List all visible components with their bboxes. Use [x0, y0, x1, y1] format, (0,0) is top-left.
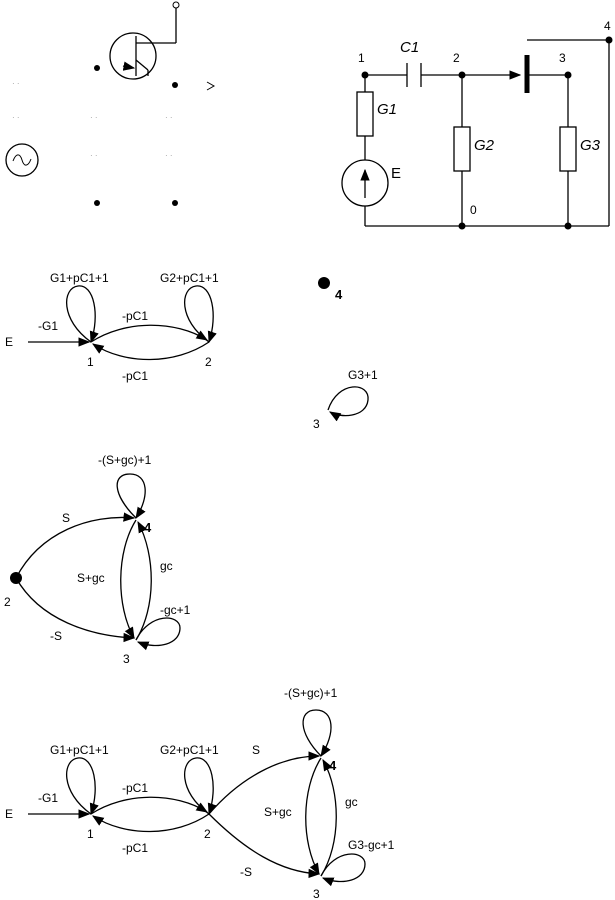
g1-node-2: 2: [205, 355, 212, 369]
g3-edge-source: -G1: [38, 791, 58, 805]
palette-dots: [94, 65, 216, 206]
circuit-node-2: 2: [453, 51, 460, 65]
signal-graph-1: E -G1 G1+pC1+1 G2+pC1+1 -pC1 -pC1 1 2: [5, 271, 219, 383]
svg-text:· ·: · ·: [165, 151, 173, 160]
g2-loop-4: -(S+gc)+1: [98, 453, 152, 467]
g1-loop-2: G2+pC1+1: [160, 271, 219, 285]
g3-loop-1: G1+pC1+1: [50, 743, 109, 757]
g2-node-4: 4: [144, 520, 152, 535]
g1-source-e: E: [5, 335, 13, 349]
g3-node-2: 2: [204, 827, 211, 841]
isolated-node-4-label: 4: [335, 287, 343, 302]
ac-source-symbol: [5, 143, 39, 177]
svg-text:· ·: · ·: [165, 113, 173, 122]
g2-edge-s: S: [62, 511, 70, 525]
svg-text:· ·: · ·: [90, 113, 98, 122]
g1-edge-bottom: -pC1: [122, 369, 148, 383]
g3-edge-top: -pC1: [122, 781, 148, 795]
g2-edge-gc: gc: [160, 559, 173, 573]
label-g3: G3: [580, 137, 601, 154]
label-e: E: [391, 165, 401, 182]
circuit-node-3: 3: [559, 51, 566, 65]
label-g1: G1: [377, 101, 397, 118]
g1-edge-source: -G1: [38, 319, 58, 333]
circuit-node-4: 4: [604, 19, 611, 33]
label-c1: C1: [400, 39, 419, 56]
isolated-node-4: 4: [318, 277, 343, 302]
g3-edge-gc: gc: [345, 795, 358, 809]
g3-loop-4: -(S+gc)+1: [284, 686, 338, 700]
label-g2: G2: [474, 137, 495, 154]
node-3-loop: G3+1: [348, 368, 378, 382]
g1-edge-top: -pC1: [122, 309, 148, 323]
g3-node-1: 1: [87, 827, 94, 841]
g2-edge-minus-s: -S: [50, 629, 62, 643]
transistor-symbol: [109, 1, 180, 80]
g3-edge-s: S: [252, 743, 260, 757]
node-3-graph: G3+1 3: [313, 368, 378, 431]
signal-graph-2: -(S+gc)+1 -gc+1 S -S S+gc gc 2 4 3: [4, 453, 191, 666]
g3-source-e: E: [5, 807, 13, 821]
circuit-node-0: 0: [470, 203, 477, 217]
svg-text:· ·: · ·: [12, 113, 20, 122]
g3-edge-minus-s: -S: [240, 865, 252, 879]
circuit-schematic: 1 2 3 4 0 C1 G1 G2 G3 E: [341, 19, 613, 230]
g2-node-2: 2: [4, 595, 11, 609]
g3-loop-3: G3-gc+1: [348, 838, 395, 852]
g3-edge-bottom: -pC1: [122, 841, 148, 855]
g3-loop-2: G2+pC1+1: [160, 743, 219, 757]
svg-text:· ·: · ·: [12, 79, 20, 88]
g1-node-1: 1: [87, 355, 94, 369]
node-3-label: 3: [313, 417, 320, 431]
g2-loop-3: -gc+1: [160, 603, 191, 617]
svg-text:· ·: · ·: [90, 151, 98, 160]
g1-loop-1: G1+pC1+1: [50, 271, 109, 285]
g2-edge-s-plus-gc: S+gc: [77, 571, 105, 585]
signal-graph-3: E -G1 G1+pC1+1 G2+pC1+1 -(S+gc)+1 G3-gc+…: [5, 686, 395, 900]
g3-node-4: 4: [329, 758, 337, 773]
g3-node-3: 3: [313, 887, 320, 900]
g2-node-3: 3: [123, 652, 130, 666]
faint-marks: · · · · · · · · · · · ·: [12, 79, 173, 160]
circuit-node-1: 1: [358, 51, 365, 65]
g3-edge-s-plus-gc: S+gc: [264, 805, 292, 819]
